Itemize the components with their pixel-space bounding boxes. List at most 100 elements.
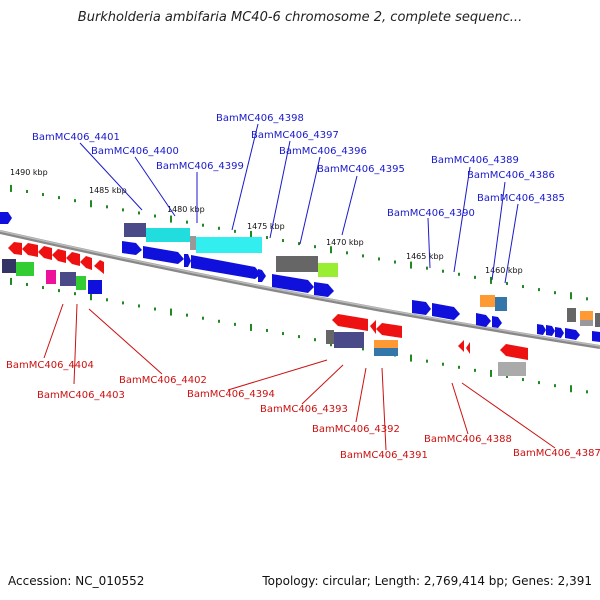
gene-box	[567, 308, 576, 322]
tick-mark	[538, 381, 540, 385]
gene-arrow	[500, 344, 528, 360]
tick-mark	[154, 214, 156, 218]
tick-mark	[330, 246, 332, 254]
scale-label: 1475 kbp	[247, 222, 285, 231]
gene-arrow	[565, 328, 580, 340]
scale-label: 1480 kbp	[167, 205, 205, 214]
gene-box	[124, 223, 146, 237]
gene-box	[60, 272, 76, 286]
bottom-gene-labels[interactable]: BamMC406_4404 BamMC406_4403 BamMC406_440…	[6, 360, 600, 461]
tick-marks	[10, 184, 588, 394]
gene-arrow	[8, 242, 22, 255]
gene-box	[498, 362, 526, 376]
gene-box	[480, 295, 495, 307]
tick-mark	[394, 260, 396, 264]
tick-mark	[314, 245, 316, 249]
gene-box	[276, 256, 318, 272]
tick-mark	[26, 189, 28, 193]
tick-mark	[458, 272, 460, 276]
tick-mark	[426, 359, 428, 363]
gene-arrow	[492, 316, 502, 328]
gene-label: BamMC406_4401	[32, 132, 120, 143]
gene-label: BamMC406_4387	[513, 448, 600, 459]
gene-label: BamMC406_4394	[187, 389, 275, 400]
tick-mark	[138, 304, 140, 308]
tick-mark	[186, 220, 188, 224]
tick-mark	[346, 251, 348, 255]
tick-mark	[106, 205, 108, 209]
gene-label: BamMC406_4396	[279, 146, 367, 157]
tick-mark	[74, 292, 76, 296]
gene-arrow	[546, 325, 555, 336]
gene-box	[580, 320, 593, 326]
reverse-genes[interactable]	[2, 242, 528, 376]
tick-mark	[586, 390, 588, 394]
tick-mark	[42, 286, 44, 290]
gene-arrow	[191, 255, 261, 279]
tick-mark	[426, 266, 428, 270]
tick-mark	[42, 193, 44, 197]
tick-mark	[234, 322, 236, 326]
forward-genes[interactable]	[0, 212, 600, 342]
gene-label: BamMC406_4397	[251, 130, 339, 141]
tick-mark	[490, 369, 492, 377]
gene-arrow	[476, 313, 491, 327]
gene-arrow	[143, 246, 184, 264]
tick-mark	[74, 199, 76, 203]
gene-box	[495, 297, 507, 311]
gene-arrow	[555, 327, 564, 338]
gene-label: BamMC406_4395	[317, 164, 405, 175]
tick-mark	[522, 378, 524, 382]
gene-box	[326, 330, 334, 344]
tick-mark	[250, 323, 252, 331]
tick-mark	[314, 338, 316, 342]
tick-mark	[410, 261, 412, 269]
top-gene-labels[interactable]: BamMC406_4401 BamMC406_4400 BamMC406_439…	[32, 113, 565, 219]
tick-mark	[298, 242, 300, 246]
tick-mark	[106, 298, 108, 302]
gene-box	[190, 236, 196, 250]
gene-box	[318, 263, 338, 277]
scale-labels: 1490 kbp 1485 kbp 1480 kbp 1475 kbp 1470…	[10, 168, 523, 275]
tick-mark	[186, 313, 188, 317]
gene-arrow	[272, 274, 314, 293]
gene-box	[580, 311, 593, 320]
map-title: Burkholderia ambifaria MC40-6 chromosome…	[77, 10, 523, 25]
gene-arrow	[80, 256, 92, 270]
scale-label: 1485 kbp	[89, 186, 127, 195]
gene-arrow	[314, 282, 334, 297]
gene-label: BamMC406_4404	[6, 360, 94, 371]
tick-mark	[202, 316, 204, 320]
tick-mark	[362, 254, 364, 258]
gene-box	[196, 237, 262, 253]
tick-mark	[122, 208, 124, 212]
tick-mark	[554, 384, 556, 388]
gene-box	[46, 270, 56, 284]
callout-lines-bottom	[43, 303, 556, 451]
gene-arrow	[0, 212, 12, 224]
tick-mark	[570, 292, 572, 300]
gene-label: BamMC406_4388	[424, 434, 512, 445]
tick-mark	[26, 282, 28, 286]
gene-arrow	[52, 249, 66, 263]
gene-box	[16, 262, 34, 276]
tick-mark	[266, 328, 268, 332]
tick-mark	[90, 293, 92, 301]
tick-mark	[362, 347, 364, 351]
tick-mark	[538, 288, 540, 292]
tick-mark	[58, 289, 60, 293]
tick-mark	[442, 269, 444, 273]
gene-label: BamMC406_4398	[216, 113, 304, 124]
tick-mark	[170, 215, 172, 223]
gene-arrow	[122, 241, 142, 255]
gene-label: BamMC406_4400	[91, 146, 179, 157]
gene-arrow	[376, 323, 402, 338]
tick-mark	[442, 362, 444, 366]
tick-mark	[378, 257, 380, 261]
tick-mark	[202, 223, 204, 227]
gene-label: BamMC406_4389	[431, 155, 519, 166]
tick-mark	[474, 275, 476, 279]
gene-box	[2, 259, 16, 273]
accession-text: Accession: NC_010552	[8, 574, 145, 588]
